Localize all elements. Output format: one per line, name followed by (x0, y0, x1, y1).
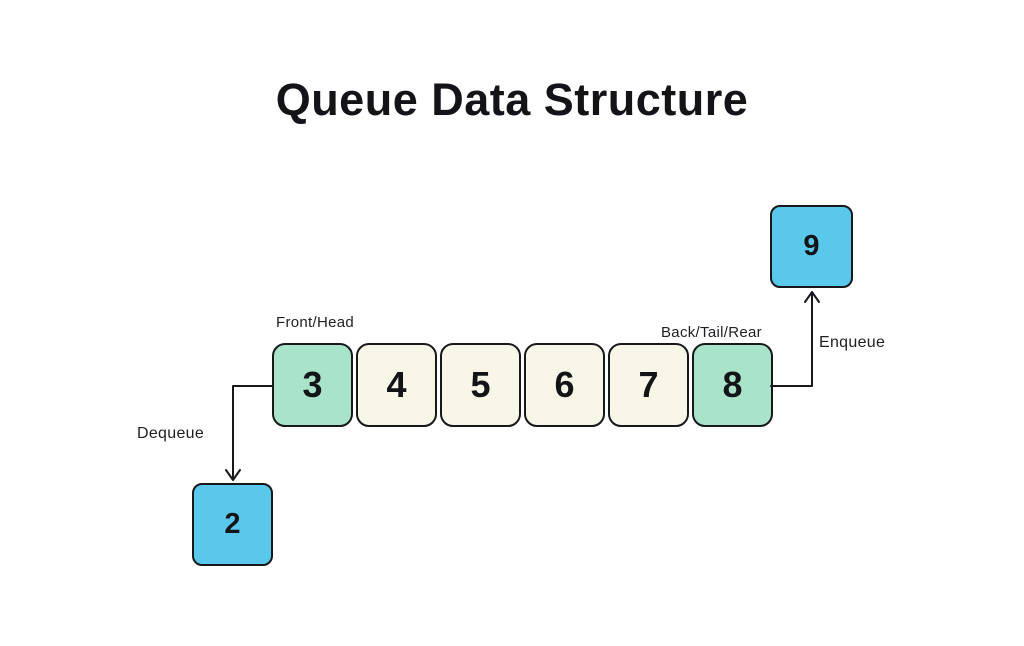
queue-cell-value: 4 (386, 364, 407, 405)
queue-cell-back: 8 (692, 343, 773, 427)
queue-cell-value: 8 (722, 364, 743, 405)
enqueued-element-box: 9 (770, 205, 853, 288)
dequeue-label: Dequeue (137, 425, 205, 442)
queue-row: 3 4 5 6 7 8 (272, 343, 773, 427)
dequeued-element-value: 2 (224, 508, 241, 540)
queue-cell: 6 (524, 343, 605, 427)
dequeue-arrow (225, 385, 274, 481)
back-tail-rear-label: Back/Tail/Rear (661, 324, 762, 341)
enqueue-label: Enqueue (819, 334, 886, 351)
queue-cell: 4 (356, 343, 437, 427)
queue-cell-front: 3 (272, 343, 353, 427)
queue-cell: 7 (608, 343, 689, 427)
queue-cell-value: 5 (470, 364, 491, 405)
enqueue-arrow (770, 291, 820, 387)
queue-cell: 5 (440, 343, 521, 427)
front-head-label: Front/Head (276, 314, 355, 331)
queue-cell-value: 7 (638, 364, 659, 405)
queue-cell-value: 6 (554, 364, 575, 405)
queue-cell-value: 3 (302, 364, 323, 405)
diagram-title: Queue Data Structure (275, 74, 749, 125)
enqueued-element-value: 9 (803, 230, 820, 262)
dequeued-element-box: 2 (192, 483, 273, 566)
